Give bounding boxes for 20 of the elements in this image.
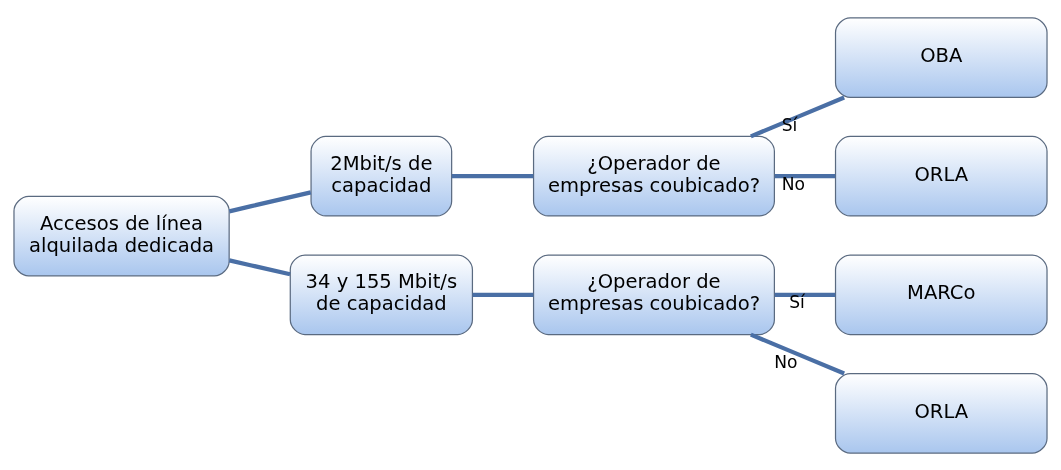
node-box: 34 y 155 Mbit/s de capacidad xyxy=(289,253,474,335)
node-box: ORLA xyxy=(834,372,1048,454)
node-box: ¿Operador de empresas coubicado? xyxy=(532,253,775,335)
connector xyxy=(472,292,534,297)
connector xyxy=(228,189,312,213)
connector xyxy=(750,332,845,375)
node-box: ORLA xyxy=(834,135,1048,217)
node-box: Accesos de línea alquilada dedicada xyxy=(13,195,230,276)
connector xyxy=(451,173,534,178)
node-box: 2Mbit/s de capacidad xyxy=(310,135,453,217)
node-box: OBA xyxy=(834,16,1048,98)
connector xyxy=(774,173,836,178)
connector xyxy=(228,257,291,276)
connector xyxy=(774,292,836,297)
edge-label: Sí xyxy=(789,291,805,312)
edge-label: No xyxy=(774,351,798,372)
connector xyxy=(750,95,845,138)
node-box: ¿Operador de empresas coubicado? xyxy=(532,135,775,217)
edge-label: No xyxy=(781,173,806,194)
node-box: MARCo xyxy=(834,253,1048,335)
